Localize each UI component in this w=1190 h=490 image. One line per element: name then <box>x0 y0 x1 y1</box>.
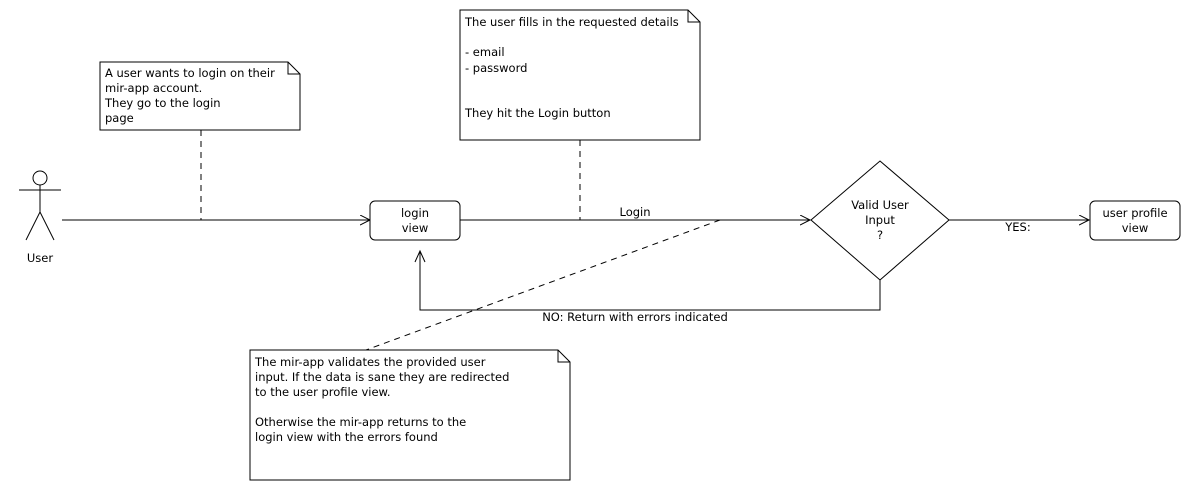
user-actor-label: User <box>27 251 53 265</box>
user-actor: User <box>19 170 61 265</box>
edge-yes-label: YES: <box>1004 220 1030 234</box>
note1-line-4: page <box>105 111 134 125</box>
note3-line-2: input. If the data is sane they are redi… <box>255 370 509 384</box>
note3-line-5: Otherwise the mir-app returns to the <box>255 415 466 429</box>
edge-no-label: NO: Return with errors indicated <box>542 310 728 324</box>
note1-line-2: mir-app account. <box>105 81 202 95</box>
note-user-wants-login: A user wants to login on their mir-app a… <box>99 61 301 131</box>
decision-node: Valid User Input ? <box>810 160 950 281</box>
decision-label-2: Input <box>865 213 895 227</box>
note3-line-3: to the user profile view. <box>255 385 391 399</box>
note3-line-6: login view with the errors found <box>255 430 438 444</box>
decision-label-1: Valid User <box>851 198 909 212</box>
edge-login-label: Login <box>619 205 650 219</box>
note1-line-3: They go to the login <box>104 96 221 110</box>
note-app-validates: The mir-app validates the provided user … <box>249 349 571 481</box>
login-view-label-1: login <box>401 206 429 220</box>
login-view-node: login view <box>369 200 461 241</box>
note1-line-1: A user wants to login on their <box>105 66 275 80</box>
edge-decision-to-login-no <box>419 251 881 311</box>
note-user-fills-details: The user fills in the requested details … <box>459 9 701 141</box>
profile-view-node: user profile view <box>1089 200 1181 241</box>
note2-line-3: - email <box>465 45 505 59</box>
note2-line-7: They hit the Login button <box>464 106 611 120</box>
edge-no-arrowhead <box>414 249 426 263</box>
note2-line-1: The user fills in the requested details <box>464 15 679 29</box>
profile-view-label-1: user profile <box>1102 206 1167 220</box>
note2-line-4: - password <box>465 61 527 75</box>
profile-view-label-2: view <box>1122 221 1148 235</box>
login-view-label-2: view <box>402 221 428 235</box>
note3-line-1: The mir-app validates the provided user <box>254 355 486 369</box>
decision-label-3: ? <box>877 228 883 242</box>
note3-connector <box>365 219 721 351</box>
